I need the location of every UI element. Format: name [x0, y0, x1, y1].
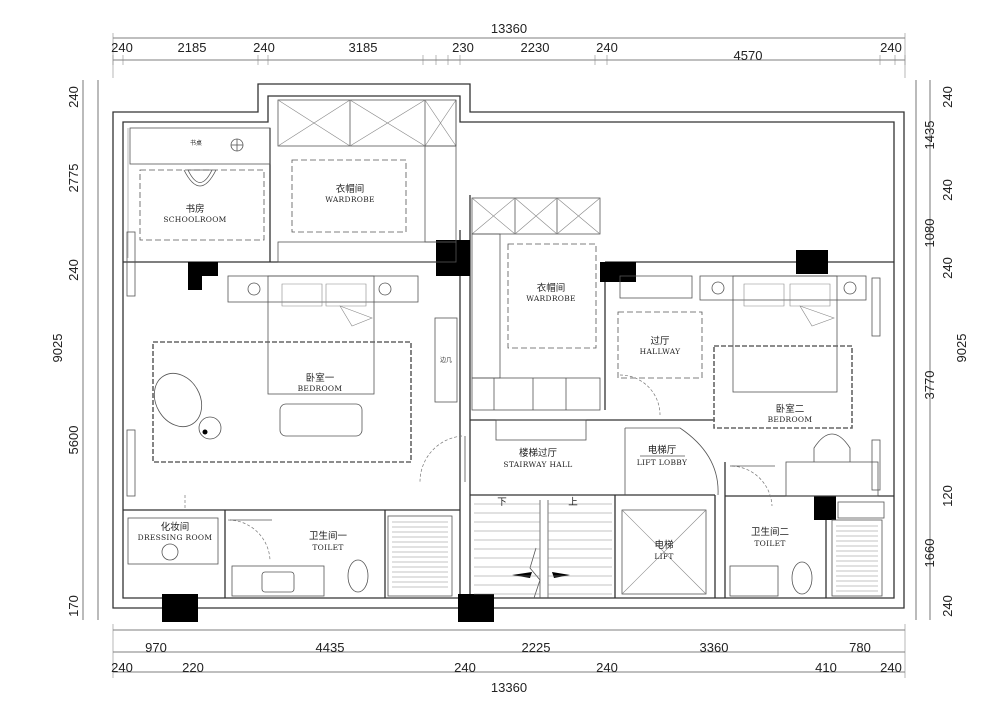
- room-label-lift-en: LIFT: [654, 552, 673, 561]
- toilet-1: [227, 515, 453, 597]
- bedroom-1: 边几: [126, 231, 458, 510]
- room-label-bedroom2-en: BEDROOM: [768, 415, 813, 424]
- dim-bottom-3: 2225: [522, 640, 551, 655]
- chair-icon: [183, 169, 217, 187]
- dim-bottom-1: 970: [145, 640, 167, 655]
- dim-left-total: 9025: [50, 334, 65, 363]
- toilet-icon: [347, 559, 369, 593]
- stairway-hall: [419, 419, 587, 483]
- dim-top-6: 2230: [521, 40, 550, 55]
- dim-left-3: 240: [66, 259, 81, 281]
- dim-right-2: 1435: [922, 121, 937, 150]
- dim-top-9: 240: [880, 40, 902, 55]
- room-label-toilet2-en: TOILET: [754, 539, 785, 548]
- room-label-bedroom1: 卧室一: [306, 372, 335, 384]
- room-label-wardrobe2-en: WARDROBE: [526, 294, 576, 303]
- dim-left-5: 170: [66, 595, 81, 617]
- room-label-wardrobe1-en: WARDROBE: [325, 195, 375, 204]
- toilet-2-icon: [791, 561, 813, 595]
- room-label-wardrobe2: 衣帽间: [537, 282, 566, 294]
- dim-bottom-sub-5: 410: [815, 660, 837, 675]
- dim-left-4: 5600: [66, 426, 81, 455]
- dim-top-7: 240: [596, 40, 618, 55]
- dim-bottom-total: 13360: [491, 680, 527, 695]
- room-label-bedroom1-en: BEDROOM: [298, 384, 343, 393]
- dim-left-1: 240: [66, 86, 81, 108]
- bed-1: [267, 275, 375, 395]
- room-label-stair-hall-en: STAIRWAY HALL: [503, 460, 572, 469]
- dim-bottom-sub-3: 240: [454, 660, 476, 675]
- wardrobe-1: [277, 99, 457, 263]
- dim-bottom-2: 4435: [316, 640, 345, 655]
- dim-right-6: 3770: [922, 371, 937, 400]
- room-label-lift-lobby-en: LIFT LOBBY: [637, 458, 688, 467]
- lift-lobby: [624, 427, 719, 496]
- dim-top-4: 3185: [349, 40, 378, 55]
- hallway: [617, 275, 703, 416]
- room-label-bedroom2: 卧室二: [776, 403, 805, 415]
- room-label-toilet1: 卫生间一: [309, 530, 348, 542]
- study-room: 书桌: [127, 127, 271, 258]
- dim-top-5: 230: [452, 40, 474, 55]
- stair-up-label: 上: [568, 497, 578, 508]
- dim-top-8: 4570: [734, 48, 763, 63]
- outer-walls: [112, 83, 905, 609]
- dim-top-1: 240: [111, 40, 133, 55]
- room-label-hallway: 过厅: [650, 335, 670, 347]
- desk-label: 书桌: [190, 139, 202, 147]
- room-label-hallway-en: HALLWAY: [640, 347, 682, 356]
- side-table: [434, 317, 458, 403]
- desk: [129, 127, 271, 165]
- room-label-dressing-en: DRESSING ROOM: [138, 533, 213, 542]
- room-label-dressing: 化妆间: [161, 521, 190, 533]
- dim-bottom-4: 3360: [700, 640, 729, 655]
- rug-1: [152, 341, 412, 463]
- toilet-2: [729, 465, 885, 597]
- room-label-study: 书房: [185, 203, 204, 215]
- dim-right-3: 240: [940, 179, 955, 201]
- dressing-room: [127, 517, 219, 565]
- room-label-toilet1-en: TOILET: [312, 543, 343, 552]
- room-label-stair-hall: 楼梯过厅: [519, 447, 558, 459]
- dim-bottom-sub-1: 240: [111, 660, 133, 675]
- dim-bottom-sub-2: 220: [182, 660, 204, 675]
- dim-bottom-sub-4: 240: [596, 660, 618, 675]
- dim-bottom-sub-6: 240: [880, 660, 902, 675]
- lounge-chair: [153, 372, 203, 428]
- room-label-study-en: SCHOOLROOM: [163, 215, 226, 224]
- dresser: [785, 461, 879, 497]
- dim-top-2: 2185: [178, 40, 207, 55]
- room-label-wardrobe1: 衣帽间: [336, 183, 365, 195]
- dim-right-9: 240: [940, 595, 955, 617]
- structural-columns: [162, 240, 836, 622]
- room-label-lift: 电梯: [654, 539, 674, 551]
- dimension-lines: [82, 33, 931, 678]
- room-label-toilet2: 卫生间二: [751, 526, 789, 538]
- dim-bottom-5: 780: [849, 640, 871, 655]
- dim-right-1: 240: [940, 86, 955, 108]
- dim-left-2: 2775: [66, 164, 81, 193]
- dim-right-8: 1660: [922, 539, 937, 568]
- dim-right-total: 9025: [954, 334, 969, 363]
- bed-2: [732, 275, 838, 393]
- dim-right-5: 240: [940, 257, 955, 279]
- dim-right-7: 120: [940, 485, 955, 507]
- stair-down-label: 下: [497, 497, 507, 508]
- dim-right-4: 1080: [922, 219, 937, 248]
- room-label-lift-lobby: 电梯厅: [648, 444, 677, 456]
- wardrobe-2: [471, 197, 601, 411]
- dim-top-3: 240: [253, 40, 275, 55]
- side-table-label: 边几: [440, 356, 452, 364]
- dim-top-total: 13360: [491, 21, 527, 36]
- bedroom-2: [699, 275, 881, 497]
- lift-shaft: [621, 509, 707, 595]
- staircase: [474, 500, 612, 599]
